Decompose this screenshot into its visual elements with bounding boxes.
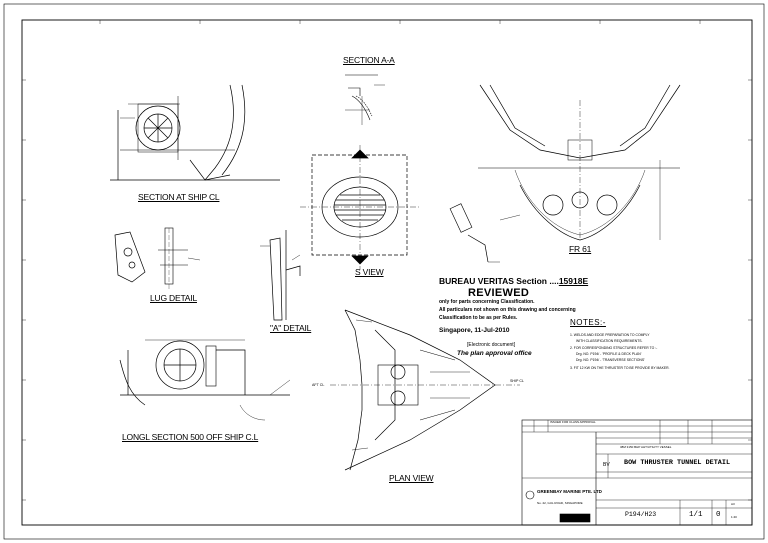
- stamp-line-1: only for parts concerning Classification…: [439, 299, 535, 305]
- stamp-date: Singapore, 11-Jul-2010: [439, 327, 510, 334]
- stamp-office: The plan approval office: [457, 350, 532, 357]
- revision-number: 0: [716, 511, 721, 519]
- frame-ticks: [22, 20, 752, 501]
- plan-view-drawing: [330, 309, 520, 471]
- sheet-number: 1/1: [689, 511, 703, 519]
- a-detail-title: "A" DETAIL: [270, 323, 312, 333]
- note-3: 3. FIT 12 KW ON THE THRUSTER TO BE PROVI…: [570, 366, 670, 370]
- stamp-line-3: Classification to be as per Rules.: [439, 315, 518, 321]
- company-logo-bar: [559, 513, 591, 523]
- stamp-status: REVIEWED: [468, 287, 530, 299]
- revision-note: ISSUED FOR CLASS APPROVAL: [550, 420, 596, 424]
- fr61-drawing: [449, 84, 681, 263]
- longl-section-title: LONGL SECTION 500 OFF SHIP C.L: [122, 432, 259, 442]
- aft-cl-label: AFT CL: [312, 383, 325, 387]
- note-2a: 2. FOR CORRESPONDING STRUCTURES REFER TO…: [570, 346, 658, 350]
- drawing-number: P194/H23: [625, 511, 657, 518]
- s-view-drawing: [300, 145, 420, 270]
- outer-border: [3, 3, 765, 540]
- note-1b: WITH CLASSIFICATION REQUIREMENTS.: [576, 339, 643, 343]
- ship-cl-label: SHIP CL: [510, 379, 524, 383]
- vessel-name: 38M 3150 BHP AHT/UTILITY VESSEL: [620, 445, 672, 449]
- lug-detail-title: LUG DETAIL: [150, 293, 197, 303]
- inner-border: [21, 19, 753, 526]
- stamp-line-2: All particulars not shown on this drawin…: [439, 307, 576, 313]
- company-address: No. 22, GUL ROAD, SINGAPORE: [537, 501, 583, 505]
- fr61-title: FR 61: [569, 244, 592, 254]
- company-name: GREENBAY MARINE PTE. LTD: [537, 489, 602, 494]
- note-1a: 1. WELDS AND EDGE PREPARATION TO COMPLY: [570, 333, 650, 337]
- drawing-title: BOW THRUSTER TUNNEL DETAIL: [624, 459, 731, 467]
- class-short: BV: [603, 462, 610, 468]
- stamp-org: BUREAU VERITAS Section ....15918E: [439, 276, 589, 286]
- longl-section-drawing: [119, 339, 291, 421]
- plan-view-title: PLAN VIEW: [389, 473, 434, 483]
- section-aa-drawing: [345, 74, 385, 125]
- company-logo: [525, 490, 535, 500]
- stamp-electronic: [Electronic document]: [467, 342, 516, 348]
- title-block: [521, 419, 753, 526]
- note-2b: Drg. NO. P194/ - 'PROFILE & DECK PLAN': [576, 352, 642, 356]
- sheet-size: A3: [731, 502, 735, 506]
- section-ship-cl-drawing: [110, 84, 280, 181]
- a-detail-drawing: [260, 230, 301, 321]
- notes-title: NOTES:-: [570, 318, 606, 327]
- s-view-title: S VIEW: [355, 267, 384, 277]
- section-ship-cl-title: SECTION AT SHIP CL: [138, 192, 220, 202]
- section-aa-title: SECTION A-A: [343, 55, 395, 65]
- lug-detail-drawing: [114, 227, 201, 290]
- note-2c: Drg. NO. P194/ - 'TRANSVERSE SECTIONS': [576, 358, 645, 362]
- drawing-scale: 1:40: [731, 515, 737, 519]
